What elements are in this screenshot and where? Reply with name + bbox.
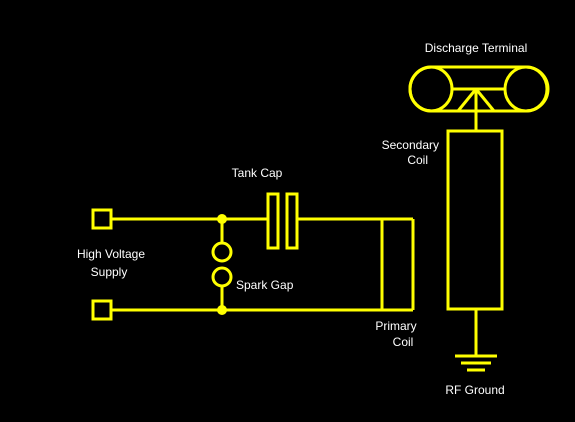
- discharge-terminal-strut-left: [456, 88, 478, 112]
- label-hv-supply-line2: Supply: [91, 265, 128, 279]
- label-rf-ground: RF Ground: [445, 383, 504, 397]
- label-tank-cap: Tank Cap: [232, 166, 283, 180]
- label-spark-gap: Spark Gap: [236, 278, 294, 292]
- label-secondary-coil-line2: Coil: [407, 153, 428, 167]
- discharge-terminal-strut-right: [474, 88, 496, 112]
- discharge-terminal-left-lobe: [408, 65, 454, 113]
- tank-cap-plate-right: [285, 192, 299, 250]
- label-hv-supply-line1: High Voltage: [77, 247, 145, 261]
- discharge-terminal-right-lobe: [503, 65, 549, 113]
- label-primary-coil-line1: Primary: [375, 319, 416, 333]
- tank-cap-plate-left: [266, 192, 280, 250]
- spark-gap-electrode-top: [211, 241, 233, 263]
- label-discharge-terminal: Discharge Terminal: [425, 41, 528, 55]
- label-secondary-coil-line1: Secondary: [382, 138, 439, 152]
- label-primary-coil-line2: Coil: [393, 335, 414, 349]
